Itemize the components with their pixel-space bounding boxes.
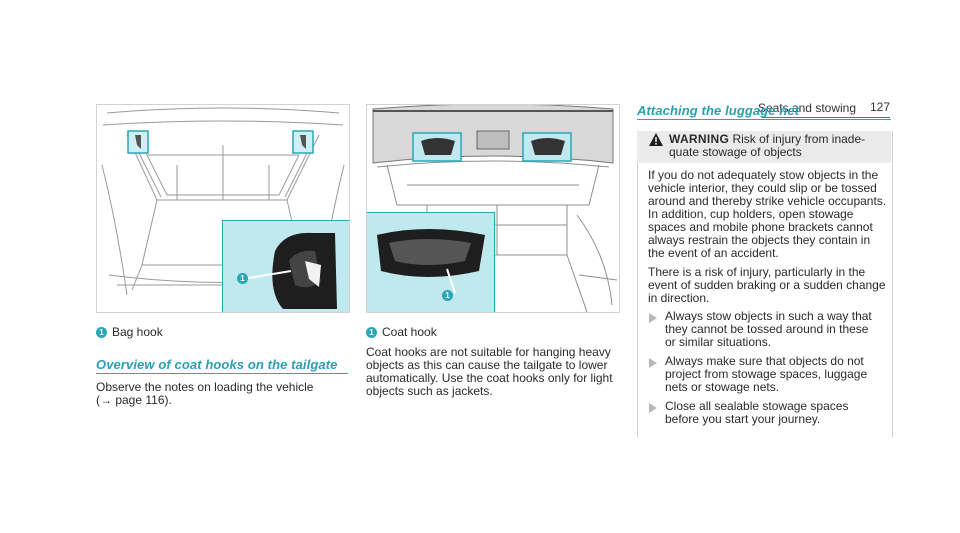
luggage-net-heading: Attaching the luggage net xyxy=(637,103,800,118)
warning-line: If you do not adequately stow objects in… xyxy=(648,168,879,182)
bullet-line: nets or stowage nets. xyxy=(665,380,780,394)
header-rule xyxy=(762,117,890,118)
overview-body: Observe the notes on loading the vehicle… xyxy=(96,381,313,407)
page-number: 127 xyxy=(870,100,891,114)
bag-hook-inset: 1 xyxy=(222,220,349,312)
bullet-arrow-icon xyxy=(649,403,657,413)
warning-box xyxy=(637,131,893,437)
warning-title-line-2: quate stowage of objects xyxy=(669,145,802,159)
bullet-line: Close all sealable stowage spaces xyxy=(665,399,849,413)
bullet-line: Always make sure that objects do not xyxy=(665,354,864,368)
warning-triangle-icon xyxy=(649,133,663,146)
overview-heading: Overview of coat hooks on the tailgate xyxy=(96,357,338,372)
warning-title: WARNING Risk of injury from inade- quate… xyxy=(669,133,865,159)
bag-hook-label: Bag hook xyxy=(112,325,163,339)
warning-paragraph-1: If you do not adequately stow objects in… xyxy=(648,169,886,260)
caption-callout-coat-hook: 1 xyxy=(366,327,377,339)
callout-1-bag-hook: 1 xyxy=(237,273,248,284)
bullet-arrow-icon xyxy=(649,313,657,323)
luggage-net-heading-rule xyxy=(637,119,891,120)
warning-bullet-1: Always stow objects in such a way that t… xyxy=(665,310,872,349)
overview-heading-rule xyxy=(96,373,348,374)
coat-hook-inset: 1 xyxy=(367,212,495,312)
warning-line: always restrain the objects they contain… xyxy=(648,233,871,247)
bullet-arrow-icon xyxy=(649,358,657,368)
coat-hook-line: Coat hooks are not suitable for hanging … xyxy=(366,345,611,359)
warning-header xyxy=(637,131,891,163)
coat-hook-line: objects as this can cause the tailgate t… xyxy=(366,358,608,372)
bullet-line: Always stow objects in such a way that xyxy=(665,309,872,323)
bullet-line: or similar situations. xyxy=(665,335,772,349)
warning-line: event of sudden braking or a sudden chan… xyxy=(648,278,886,292)
warning-line: In addition, cup holders, open stowage xyxy=(648,207,854,221)
overview-page-link[interactable]: (→ page 116). xyxy=(96,393,172,407)
bag-hook-caption: 1 Bag hook xyxy=(96,325,163,339)
coat-hook-line: objects such as jackets. xyxy=(366,384,493,398)
coat-hook-line: automatically. Use the coat hooks only f… xyxy=(366,371,613,385)
warning-line: in direction. xyxy=(648,291,710,305)
warning-paragraph-2: There is a risk of injury, particularly … xyxy=(648,266,886,305)
bag-hook-detail-illustration xyxy=(242,232,337,309)
warning-line: There is a risk of injury, particularly … xyxy=(648,265,866,279)
coat-hook-figure: 1 xyxy=(366,104,620,313)
coat-hook-caption: 1 Coat hook xyxy=(366,325,437,339)
warning-label: WARNING xyxy=(669,132,730,146)
warning-line: the event of an accident. xyxy=(648,246,779,260)
bag-hook-figure: 1 xyxy=(96,104,350,313)
warning-line: around and thereby strike vehicle occupa… xyxy=(648,194,887,208)
bullet-line: they cannot be tossed around in these xyxy=(665,322,869,336)
warning-line: vehicle interior, they could slip or be … xyxy=(648,181,877,195)
warning-bullet-3: Close all sealable stowage spaces before… xyxy=(665,400,848,426)
warning-title-text: Risk of injury from inade- xyxy=(729,132,866,146)
running-header-section: Seats and stowing xyxy=(757,101,856,115)
warning-bullet-2: Always make sure that objects do not pro… xyxy=(665,355,867,394)
bullet-line: project from stowage spaces, luggage xyxy=(665,367,868,381)
coat-hook-label: Coat hook xyxy=(382,325,437,339)
warning-line: spaces and mobile phone brackets cannot xyxy=(648,220,873,234)
coat-hook-detail-illustration xyxy=(377,229,485,294)
bullet-line: before you start your journey. xyxy=(665,412,821,426)
overview-line-1: Observe the notes on loading the vehicle xyxy=(96,380,314,394)
callout-1-coat-hook: 1 xyxy=(442,290,453,301)
caption-callout-bag-hook: 1 xyxy=(96,327,107,339)
coat-hook-description: Coat hooks are not suitable for hanging … xyxy=(366,346,626,398)
